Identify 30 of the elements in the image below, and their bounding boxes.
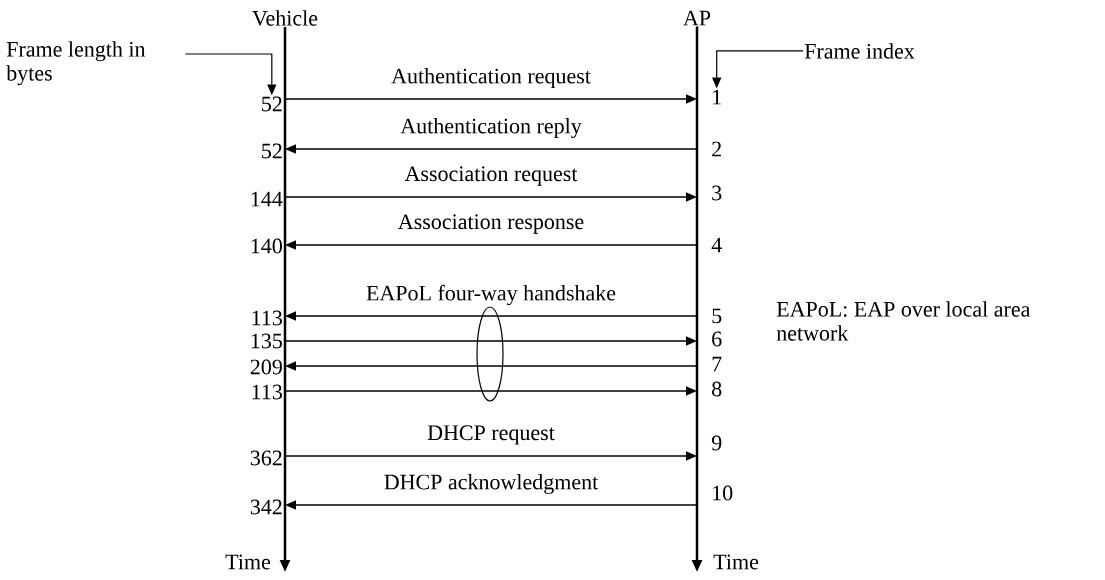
edge-label: Authentication request [390, 67, 592, 89]
number-label: 362 [250, 450, 282, 466]
number-label: 209 [250, 359, 282, 375]
axis-label: Time [225, 554, 271, 570]
note: EAPoL: EAP over local area network [776, 301, 1031, 341]
edge-label: DHCP request [426, 424, 556, 446]
edge-label: EAPoL four-way handshake [365, 283, 618, 402]
number-label: 113 [252, 384, 282, 400]
number-label: 2 [712, 141, 721, 157]
edge-label: DHCP acknowledgment [382, 473, 600, 495]
number-label: 1 [713, 89, 721, 105]
edge-label: Association request [403, 165, 579, 187]
number-label: 135 [251, 333, 282, 349]
number-label: 6 [712, 331, 722, 347]
number-label: 144 [251, 191, 283, 207]
number-label: 140 [251, 238, 282, 254]
number-label: 52 [262, 143, 282, 159]
lifeline-header: Vehicle [252, 10, 318, 26]
number-label: 4 [711, 237, 722, 253]
number-label: 342 [250, 499, 282, 515]
edge-label: Authentication reply [399, 117, 583, 139]
number-label: 8 [712, 381, 722, 397]
number-label: 10 [713, 485, 733, 501]
lifeline-header: AP [683, 10, 711, 26]
number-label: 113 [252, 310, 282, 326]
edge-label: Association response [396, 213, 586, 235]
leader-text: Frame index [804, 43, 915, 59]
number-label: 7 [712, 356, 722, 372]
leader-text: Frame length in bytes [6, 41, 146, 86]
number-label: 5 [712, 308, 722, 324]
